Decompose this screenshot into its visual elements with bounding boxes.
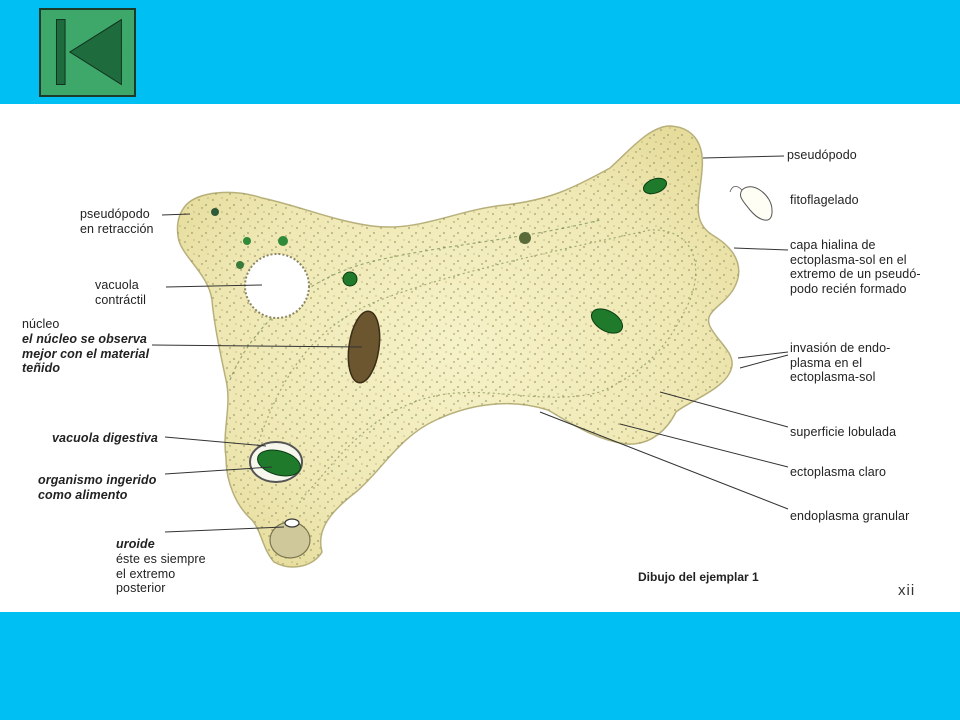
skip-back-icon xyxy=(55,18,122,86)
label-granular-endoplasm: endoplasma granular xyxy=(790,509,910,523)
label-pseudopod-retraction: pseudópodo en retracción xyxy=(80,207,154,236)
page-number: xii xyxy=(898,582,916,599)
label-uroid-note: éste es siempre el extremo posterior xyxy=(116,552,206,595)
label-lobulated-surface: superficie lobulada xyxy=(790,425,897,439)
label-digestive-vacuole: vacuola digestiva xyxy=(52,431,158,445)
food-vacuole xyxy=(590,308,624,334)
nucleus xyxy=(347,310,381,384)
ingested-organism xyxy=(257,449,301,477)
label-clear-ectoplasm: ectoplasma claro xyxy=(790,465,887,479)
food-vacuole xyxy=(642,177,668,195)
label-uroid: uroide xyxy=(116,537,155,551)
label-nucleus: núcleo xyxy=(22,317,60,331)
figure-caption: Dibujo del ejemplar 1 xyxy=(638,570,759,584)
contractile-vacuole xyxy=(244,253,310,319)
label-nucleus-note: el núcleo se observa mejor con el materi… xyxy=(22,332,150,375)
top-band xyxy=(0,0,960,104)
label-hyaline-layer: capa hialina de ectoplasma-sol en el ext… xyxy=(790,238,921,296)
back-button[interactable] xyxy=(39,8,136,97)
phytoflagellate xyxy=(739,186,773,221)
label-endoplasm-invasion: invasión de endo- plasma en el ectoplasm… xyxy=(790,341,891,384)
label-pseudopod: pseudópodo xyxy=(787,148,857,162)
label-ingested-organism: organismo ingerido como alimento xyxy=(38,473,157,502)
bottom-band xyxy=(0,612,960,720)
label-phytoflagellate: fitoflagelado xyxy=(790,193,859,207)
label-contractile-vacuole: vacuola contráctil xyxy=(95,278,147,307)
